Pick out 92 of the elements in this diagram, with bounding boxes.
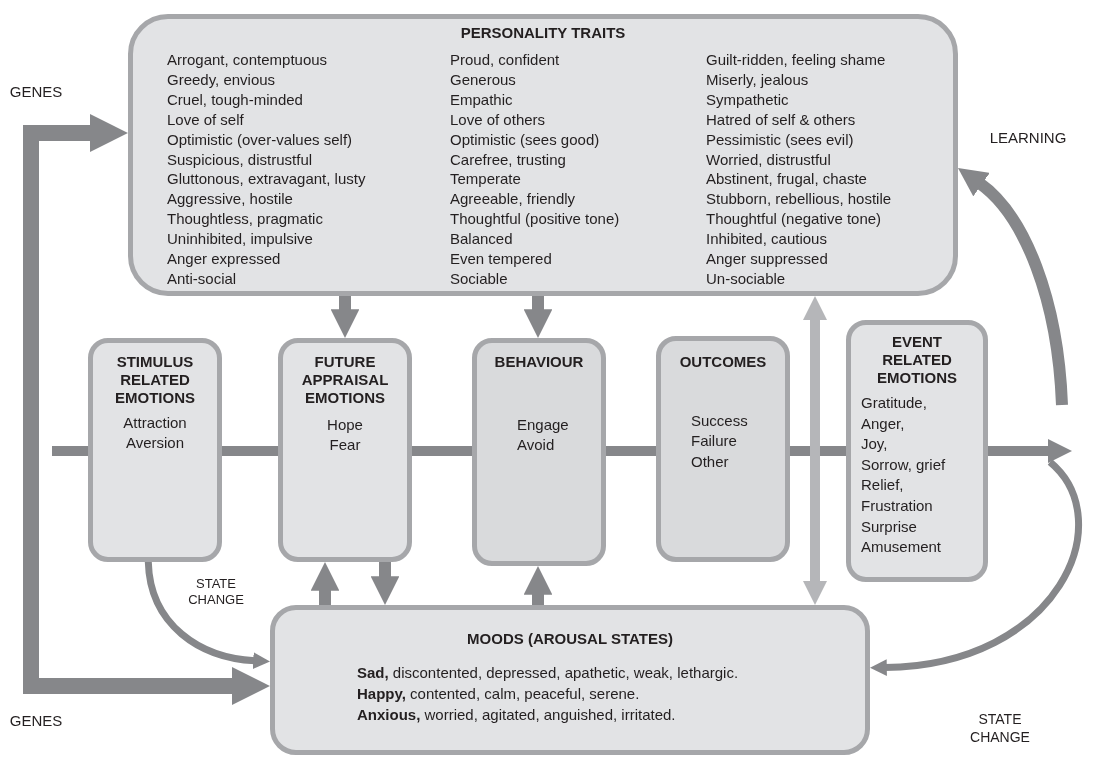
list-item: Miserly, jealous [706, 69, 809, 90]
rounded-box [656, 336, 790, 562]
connector-line [52, 446, 88, 456]
box-heading: EVENT RELATED EMOTIONS [876, 333, 958, 387]
list-item: Sympathetic [706, 89, 789, 110]
arrow [23, 410, 270, 706]
list-item: Other [691, 451, 730, 472]
side-label: LEARNING [988, 129, 1068, 148]
side-label: GENES [8, 83, 64, 102]
rounded-box [270, 605, 870, 755]
list-item: Attraction [122, 413, 188, 433]
list-item: Love of self [167, 109, 244, 130]
list-item: Agreeable, friendly [450, 189, 576, 210]
side-label: GENES [8, 712, 64, 731]
list-item: Guilt-ridden, feeling shame [706, 50, 886, 70]
list-item: Generous [450, 69, 516, 90]
list-item: Aversion [124, 433, 186, 454]
list-item: Anger expressed [167, 249, 281, 269]
box-heading: STIMULUS RELATED EMOTIONS [114, 353, 196, 407]
list-item: Gluttonous, extravagant, lusty [167, 169, 366, 190]
rounded-box [128, 14, 958, 296]
list-item: Carefree, trusting [450, 149, 566, 170]
text-line: Sad, discontented, depressed, apathetic, weak, lethargic. [357, 663, 740, 683]
side-label: STATE CHANGE [187, 576, 245, 609]
list-item: Amusement [861, 537, 943, 558]
box-heading: PERSONALITY TRAITS [459, 24, 627, 42]
list-item: Avoid [517, 435, 556, 456]
arrow [523, 566, 553, 605]
text-line: Happy, contented, calm, peaceful, serene. [357, 684, 641, 704]
arrow [959, 166, 1068, 406]
list-item: Thoughtful (positive tone) [450, 209, 620, 230]
list-item: Aggressive, hostile [167, 189, 293, 210]
arrow [803, 296, 827, 605]
list-item: Worried, distrustful [706, 149, 831, 170]
list-item: Pessimistic (sees evil) [706, 129, 854, 150]
list-item: Success [691, 411, 749, 431]
list-item: Hatred of self & others [706, 109, 856, 130]
arrow [310, 562, 340, 605]
list-item: Inhibited, cautious [706, 229, 827, 250]
list-item: Surprise [861, 516, 918, 537]
rounded-box [846, 320, 988, 582]
connector-line [790, 446, 846, 456]
list-item: Empathic [450, 89, 513, 110]
list-item: Stubborn, rebellious, hostile [706, 189, 892, 210]
box-heading: FUTURE APPRAISAL EMOTIONS [300, 353, 390, 407]
arrow [144, 561, 270, 669]
list-item: Gratitude, [861, 393, 928, 413]
rounded-box [472, 338, 606, 566]
list-item: Optimistic (over-values self) [167, 129, 353, 150]
list-item: Suspicious, distrustful [167, 149, 313, 170]
list-item: Sorrow, grief [861, 454, 947, 475]
list-item: Temperate [450, 169, 521, 190]
list-item: Un-sociable [706, 268, 786, 289]
list-item: Cruel, tough-minded [167, 89, 303, 110]
list-item: Arrogant, contemptuous [167, 50, 328, 70]
list-item: Proud, confident [450, 50, 560, 70]
list-item: Joy, [861, 434, 889, 455]
list-item: Frustration [861, 495, 934, 516]
list-item: Love of others [450, 109, 546, 130]
box-heading: OUTCOMES [678, 353, 768, 371]
box-heading: BEHAVIOUR [493, 353, 585, 371]
list-item: Balanced [450, 229, 513, 250]
list-item: Thoughtful (negative tone) [706, 209, 882, 230]
arrow [988, 439, 1072, 463]
list-item: Thoughtless, pragmatic [167, 209, 323, 230]
arrow [330, 296, 360, 338]
list-item: Abstinent, frugal, chaste [706, 169, 867, 190]
list-item: Optimistic (sees good) [450, 129, 600, 150]
list-item: Even tempered [450, 249, 552, 269]
arrow [370, 562, 400, 605]
list-item: Hope [326, 415, 364, 435]
arrow [523, 296, 553, 338]
list-item: Anti-social [167, 268, 237, 289]
list-item: Failure [691, 431, 738, 452]
text-line: Anxious, worried, agitated, anguished, irritated. [357, 705, 677, 725]
list-item: Anger suppressed [706, 249, 828, 269]
list-item: Fear [328, 435, 362, 456]
side-label: STATE CHANGE [969, 711, 1031, 746]
arrow [23, 113, 128, 410]
rounded-box [88, 338, 222, 562]
connector-line [222, 446, 278, 456]
list-item: Anger, [861, 413, 906, 434]
rounded-box [278, 338, 412, 562]
list-item: Engage [517, 415, 570, 435]
list-item: Uninhibited, impulsive [167, 229, 313, 250]
connector-line [412, 446, 472, 456]
box-heading: MOODS (AROUSAL STATES) [466, 630, 674, 648]
list-item: Sociable [450, 268, 508, 289]
list-item: Relief, [861, 475, 905, 496]
list-item: Greedy, envious [167, 69, 276, 90]
arrow [870, 459, 1082, 676]
connector-line [606, 446, 656, 456]
